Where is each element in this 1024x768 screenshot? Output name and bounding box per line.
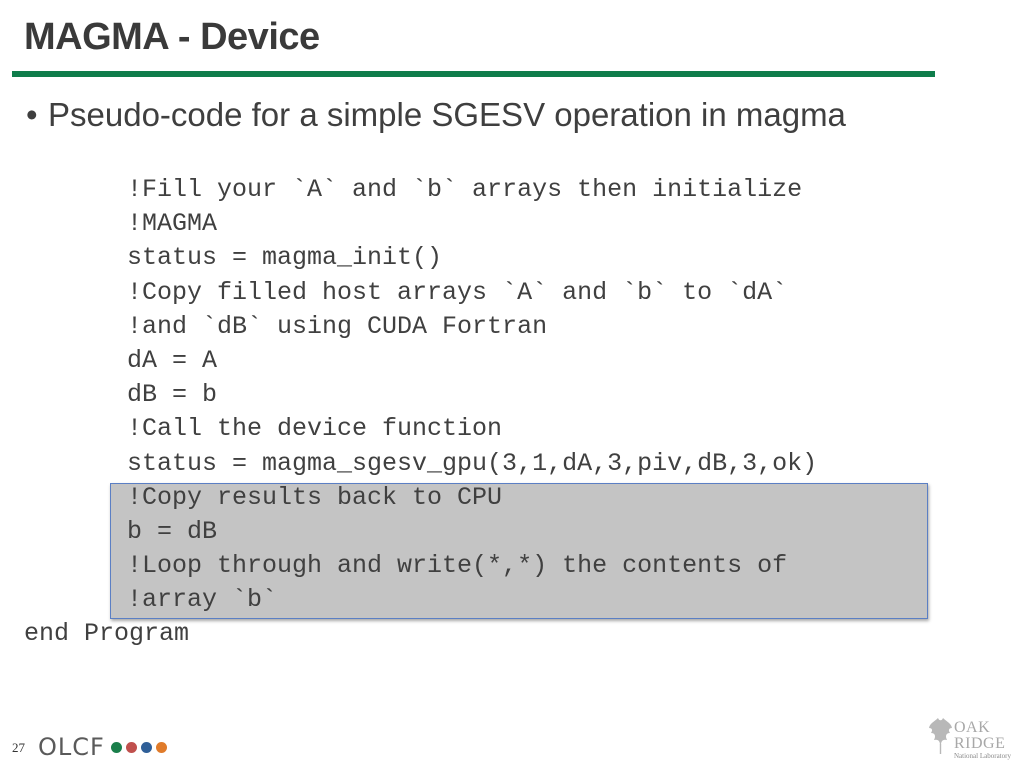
olcf-dot-green: [110, 741, 122, 753]
bullet-text: Pseudo-code for a simple SGESV operation…: [48, 96, 846, 133]
code-line: !Call the device function: [127, 414, 503, 444]
page-number: 27: [12, 740, 25, 755]
olcf-dot-blue: [140, 741, 152, 753]
svg-text:RIDGE: RIDGE: [954, 735, 1005, 752]
code-line-highlighted: b = dB: [127, 516, 218, 546]
code-line: status = magma_sgesv_gpu(3,1,dA,3,piv,dB…: [127, 448, 818, 478]
bullet-point: • Pseudo-code for a simple SGESV operatio…: [26, 96, 846, 134]
code-line: dB = b: [127, 380, 218, 410]
code-line: !Copy filled host arrays `A` and `b` to …: [127, 277, 788, 307]
code-line-highlighted: !Copy results back to CPU: [127, 482, 503, 512]
code-line-highlighted: !array `b`: [127, 585, 278, 615]
bullet-icon: •: [26, 96, 38, 133]
svg-text:OAK: OAK: [954, 719, 990, 736]
olcf-dot-red: [125, 741, 137, 753]
title-rule: [12, 71, 935, 77]
olcf-logo-text: OLCF: [38, 733, 105, 761]
code-highlight-box: [110, 483, 928, 619]
code-line-highlighted: !Loop through and write(*,*) the content…: [127, 551, 788, 581]
olcf-dot-orange: [155, 741, 167, 753]
code-line: !MAGMA: [127, 209, 218, 239]
code-line: end Program: [24, 619, 190, 649]
code-block: !Fill your `A` and `b` arrays then initi…: [0, 173, 1024, 652]
code-line: status = magma_init(): [127, 243, 443, 273]
code-line: dA = A: [127, 345, 218, 375]
olcf-logo: OLCF: [38, 733, 167, 761]
code-line: !Fill your `A` and `b` arrays then initi…: [127, 175, 803, 204]
olcf-logo-dots: [110, 741, 167, 753]
code-line: !and `dB` using CUDA Fortran: [127, 311, 548, 341]
slide-title: MAGMA - Device: [24, 16, 320, 58]
oak-leaf-icon: [929, 718, 952, 754]
ornl-logo: OAK RIDGE National Laboratory: [929, 718, 1011, 760]
svg-text:National Laboratory: National Laboratory: [954, 752, 1011, 760]
